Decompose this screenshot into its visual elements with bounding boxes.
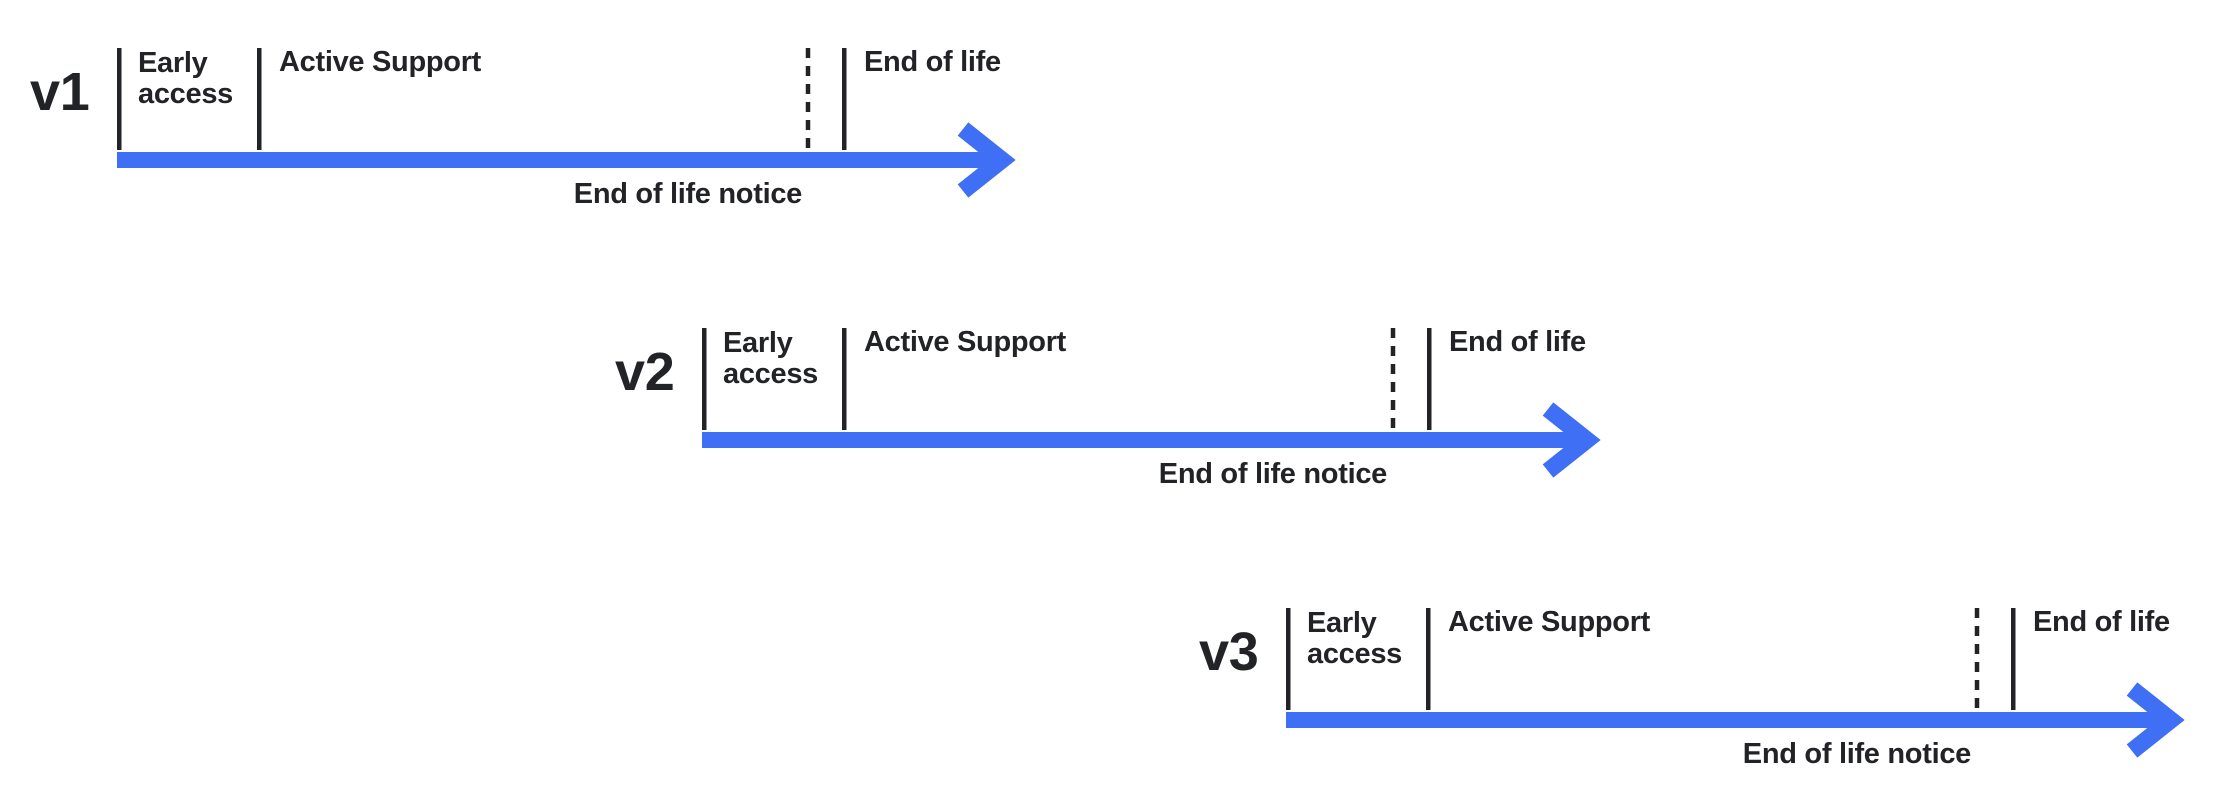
early-access-label-line2: access <box>723 358 818 390</box>
timeline-arrow-head-icon <box>1542 402 1601 478</box>
active-support-label: Active Support <box>1448 606 1651 638</box>
early-access-label-line1: Early <box>723 327 793 359</box>
eol-notice-label: End of life notice <box>574 178 802 210</box>
timeline-arrow-head-icon <box>957 122 1016 198</box>
early-access-start-tick <box>1286 608 1291 710</box>
active-support-start-tick <box>1426 608 1431 710</box>
early-access-label-line1: Early <box>1307 607 1377 639</box>
timeline-v3: v3 Early access Active Support End of li… <box>1169 560 2228 775</box>
eol-notice-label: End of life notice <box>1159 458 1387 490</box>
timeline-v2: v2 Early access Active Support End of li… <box>585 280 1645 495</box>
active-support-start-tick <box>842 328 847 430</box>
early-access-label-line2: access <box>1307 638 1402 670</box>
end-of-life-tick <box>2011 608 2016 710</box>
early-access-label-line1: Early <box>138 47 208 79</box>
version-label: v2 <box>615 342 674 402</box>
timeline-arrow-shaft <box>1286 712 2159 728</box>
timeline-arrow-head-icon <box>2126 682 2185 758</box>
active-support-label: Active Support <box>279 46 482 78</box>
end-of-life-label: End of life <box>864 46 1001 78</box>
end-of-life-label: End of life <box>2033 606 2170 638</box>
end-of-life-tick <box>1427 328 1432 430</box>
eol-notice-label: End of life notice <box>1743 738 1971 770</box>
timeline-arrow-shaft <box>702 432 1575 448</box>
end-of-life-tick <box>842 48 847 150</box>
early-access-start-tick <box>702 328 707 430</box>
active-support-label: Active Support <box>864 326 1067 358</box>
early-access-start-tick <box>117 48 122 150</box>
timeline-arrow-shaft <box>117 152 990 168</box>
version-label: v3 <box>1199 622 1258 682</box>
active-support-start-tick <box>257 48 262 150</box>
version-label: v1 <box>30 62 89 122</box>
timeline-v1: v1 Early access Active Support End of li… <box>0 0 1060 215</box>
end-of-life-label: End of life <box>1449 326 1586 358</box>
early-access-label-line2: access <box>138 78 233 110</box>
